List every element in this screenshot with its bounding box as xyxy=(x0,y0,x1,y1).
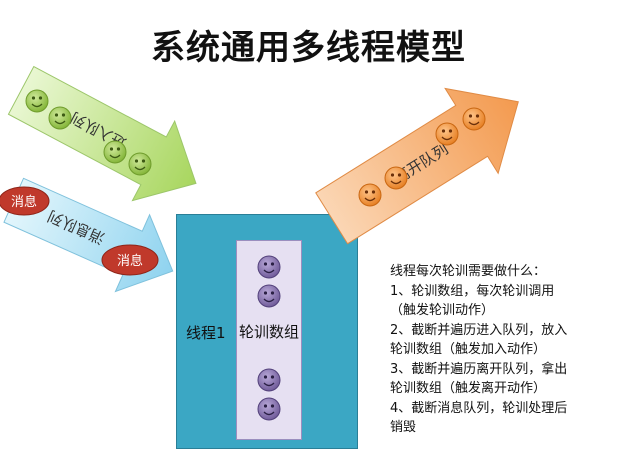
green-face xyxy=(25,89,49,113)
steps-text: 线程每次轮训需要做什么： 1、轮训数组，每次轮训调用 （触发轮训动作） 2、截断… xyxy=(390,262,615,438)
purple-face xyxy=(257,284,281,308)
poll-array-label: 轮训数组 xyxy=(238,323,299,341)
diagram-title: 系统通用多线程模型 xyxy=(151,28,466,68)
step-line: 轮训数组（触发加入动作） xyxy=(390,342,547,357)
step-line: 轮训数组（触发离开动作） xyxy=(390,381,547,396)
step-line: 4、截断消息队列，轮训处理后 xyxy=(390,400,568,416)
step-line: 销毁 xyxy=(390,420,417,435)
step-line: 3、截断并遍历离开队列，拿出 xyxy=(390,361,568,377)
orange-face xyxy=(384,166,408,190)
purple-face xyxy=(257,368,281,392)
orange-face xyxy=(462,107,486,131)
thread-label: 线程1 xyxy=(186,324,226,342)
purple-face xyxy=(257,397,281,421)
steps-heading: 线程每次轮训需要做什么： xyxy=(390,264,547,279)
step-line: 1、轮训数组，每次轮训调用 xyxy=(390,283,555,299)
green-face xyxy=(128,152,152,176)
green-face xyxy=(48,106,72,130)
green-face xyxy=(103,140,127,164)
leave-queue-arrow: 离开队列 xyxy=(315,87,519,245)
message-badge-label: 消息 xyxy=(117,253,143,269)
message-badge: 消息 xyxy=(0,186,50,216)
orange-face xyxy=(435,122,459,146)
orange-face xyxy=(358,183,382,207)
step-line: （触发轮训动作） xyxy=(390,303,495,318)
message-badge-label: 消息 xyxy=(11,194,37,210)
purple-face xyxy=(257,255,281,279)
step-line: 2、截断并遍历进入队列，放入 xyxy=(390,322,568,338)
message-badge: 消息 xyxy=(101,244,159,276)
